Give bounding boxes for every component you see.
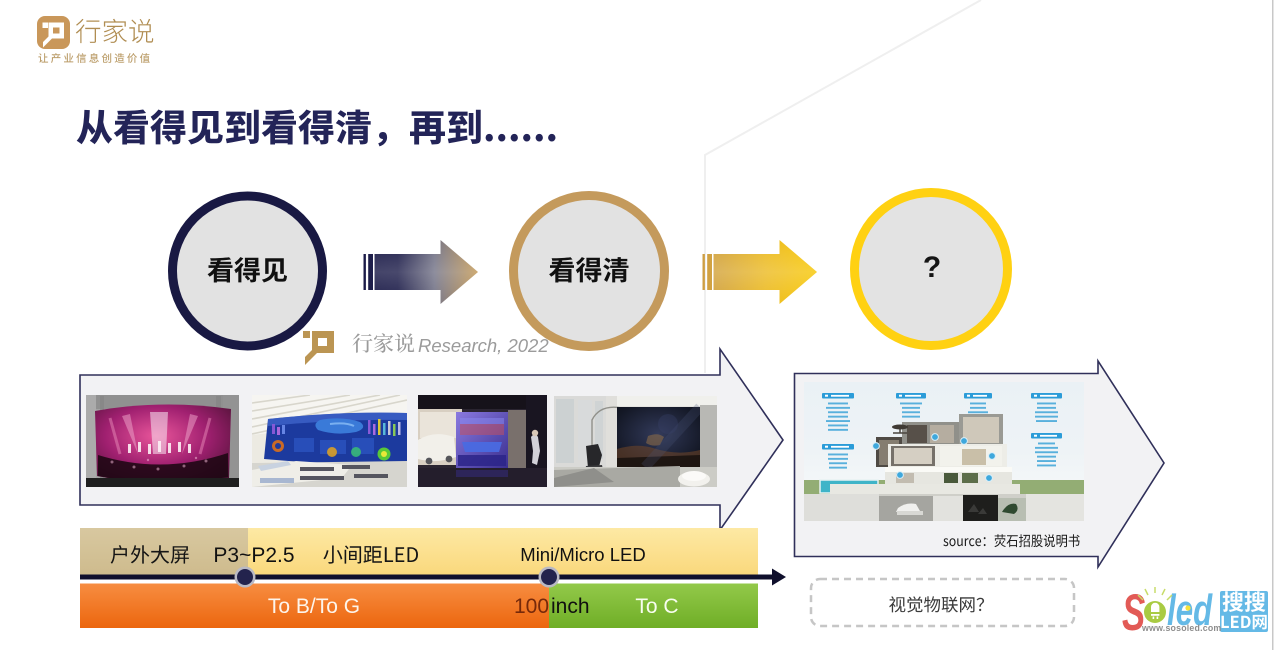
svg-text:Mini/Micro LED: Mini/Micro LED (520, 544, 645, 565)
svg-text:P3~P2.5: P3~P2.5 (213, 544, 294, 567)
svg-text:inch: inch (551, 595, 590, 618)
svg-text:To C: To C (635, 595, 678, 618)
svg-text:?: ? (923, 251, 941, 284)
svg-text:Research, 2022: Research, 2022 (418, 335, 549, 356)
svg-text:To B/To G: To B/To G (268, 595, 360, 618)
svg-text:www.sosoled.com: www.sosoled.com (1141, 623, 1221, 633)
svg-text:100: 100 (514, 595, 549, 618)
